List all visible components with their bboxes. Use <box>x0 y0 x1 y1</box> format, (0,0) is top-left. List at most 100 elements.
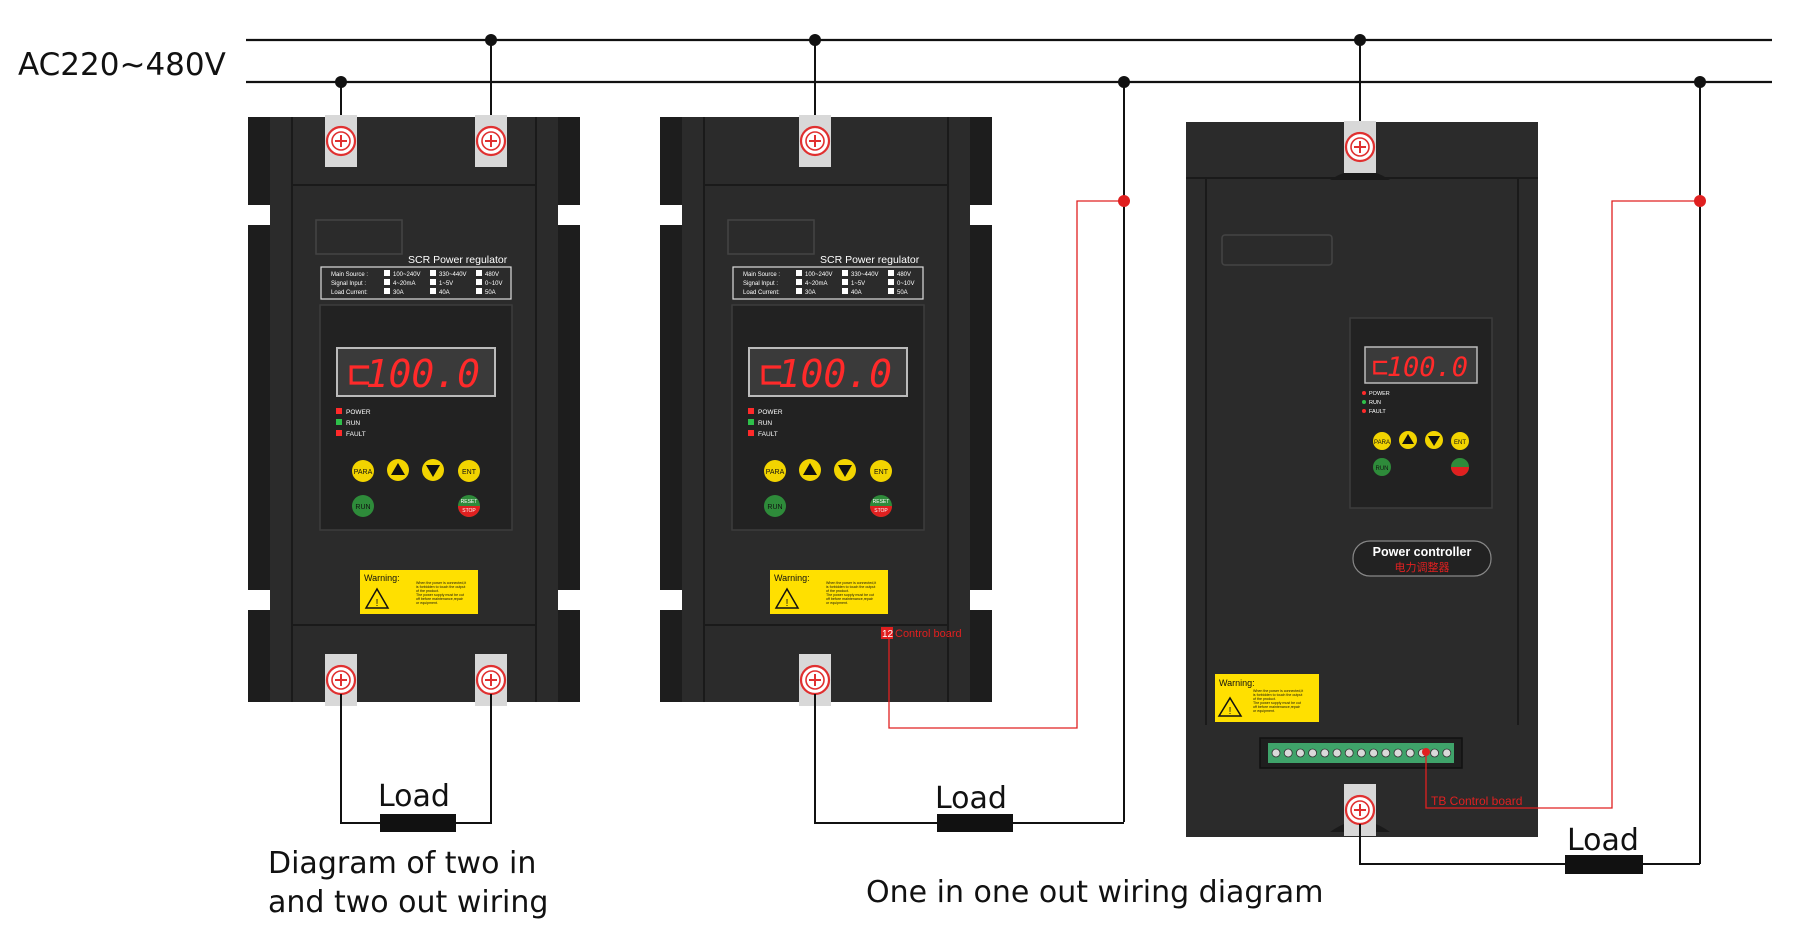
svg-text:RESET: RESET <box>873 499 890 505</box>
display-readout: 100.0 <box>366 352 480 396</box>
terminal-screw <box>1357 748 1366 758</box>
down-arrow-icon <box>838 465 852 477</box>
svg-text:50A: 50A <box>897 290 908 296</box>
signal-tap-c <box>1694 195 1706 207</box>
svg-text:ENT: ENT <box>1454 440 1466 446</box>
svg-text:When the power is connected,it: When the power is connected,it <box>416 581 466 585</box>
tb-control-board-label: TB Control board <box>1431 794 1522 808</box>
svg-text:⊏: ⊏ <box>1372 352 1388 383</box>
svg-text:0~10V: 0~10V <box>897 281 915 287</box>
svg-text:is forbidden to touch the outp: is forbidden to touch the output <box>416 585 465 589</box>
load-wiring-c <box>1359 824 1700 865</box>
svg-text:1~5V: 1~5V <box>439 281 453 287</box>
terminal-screw <box>1405 748 1415 758</box>
svg-text:RUN: RUN <box>767 504 782 511</box>
svg-text:FAULT: FAULT <box>346 431 366 438</box>
regulator-unit-a: SCR Power regulator Main Source : Signal… <box>248 113 580 708</box>
terminal-screw <box>1381 748 1391 758</box>
signal-wire-c <box>1425 200 1700 809</box>
svg-text:FAULT: FAULT <box>1369 409 1386 415</box>
svg-text:FAULT: FAULT <box>758 431 778 438</box>
input-terminal <box>1342 119 1378 175</box>
svg-text:of the product.: of the product. <box>1253 697 1276 701</box>
load-wiring-b <box>814 694 1124 824</box>
display-mode-glyph: ⊏ <box>348 352 371 396</box>
svg-text:When the power is connected,it: When the power is connected,it <box>1253 689 1303 693</box>
load-block-c <box>1565 855 1643 874</box>
svg-text:of the product.: of the product. <box>826 589 849 593</box>
svg-text:RUN: RUN <box>346 420 360 427</box>
svg-text:RUN: RUN <box>355 504 370 511</box>
spec-table: Main Source : Signal Input : Load Curren… <box>331 270 503 296</box>
svg-text:480V: 480V <box>485 272 499 278</box>
svg-text:40A: 40A <box>851 290 862 296</box>
terminal-screw <box>1332 748 1342 758</box>
svg-text:PARA: PARA <box>1374 440 1390 446</box>
svg-text:or equipment.: or equipment. <box>416 601 438 605</box>
brand-subtitle: 电力调整器 <box>1395 560 1450 574</box>
supply-lines <box>246 38 1772 84</box>
svg-text:!: ! <box>376 598 379 609</box>
load-block-b <box>937 814 1013 832</box>
caption-one-in-one-out: One in one out wiring diagram <box>866 875 1323 910</box>
up-arrow-icon <box>803 463 817 475</box>
svg-text:off before maintenance,repair: off before maintenance,repair <box>1253 705 1301 709</box>
svg-text:RUN: RUN <box>1376 466 1389 472</box>
load-label-a: Load <box>378 779 450 814</box>
terminal-screws <box>1271 748 1452 758</box>
svg-text:30A: 30A <box>805 290 816 296</box>
svg-text:Warning:: Warning: <box>364 573 400 583</box>
terminal-screw <box>1430 748 1439 758</box>
svg-text:4~20mA: 4~20mA <box>805 281 828 287</box>
svg-text:!: ! <box>1229 706 1232 717</box>
svg-text:The power supply must be cut: The power supply must be cut <box>1253 701 1301 705</box>
para-key <box>352 460 374 482</box>
power-controller-unit: 100.0 ⊏ POWER RUN FAULT PARA ENT RUN Pow… <box>1186 119 1538 838</box>
svg-text:Load: Load <box>1567 823 1639 858</box>
svg-text:Warning:: Warning: <box>774 573 810 583</box>
svg-text:50A: 50A <box>485 290 496 296</box>
junction-dots <box>335 34 1706 88</box>
svg-text:Load Current:: Load Current: <box>743 290 780 296</box>
svg-text:STOP: STOP <box>874 508 888 514</box>
terminal-screw <box>1344 748 1354 758</box>
caption-two-in-two-out-line2: and two out wiring <box>268 885 548 920</box>
svg-text:The power supply must be cut: The power supply must be cut <box>826 593 874 597</box>
terminal-screw <box>1442 748 1452 758</box>
svg-text:Signal Input :: Signal Input : <box>331 281 366 287</box>
terminal-screw <box>1369 748 1378 758</box>
svg-text:330~440V: 330~440V <box>851 272 879 278</box>
svg-text:is forbidden to touch the outp: is forbidden to touch the output <box>1253 693 1302 697</box>
svg-text:100.0: 100.0 <box>778 352 892 396</box>
svg-text:RESET: RESET <box>461 499 478 505</box>
ent-key <box>458 460 480 482</box>
terminal-screw <box>1271 748 1281 758</box>
svg-text:off before maintenance,repair: off before maintenance,repair <box>416 597 464 601</box>
control-board-number-badge <box>881 627 893 639</box>
svg-text:When the power is connected,it: When the power is connected,it <box>826 581 876 585</box>
brand-title: Power controller <box>1373 545 1472 559</box>
svg-text:SCR Power regulator: SCR Power regulator <box>820 254 920 266</box>
svg-text:RUN: RUN <box>1369 400 1381 406</box>
svg-text:100.0: 100.0 <box>1387 352 1468 383</box>
svg-text:!: ! <box>786 598 789 609</box>
svg-text:ENT: ENT <box>462 469 477 476</box>
warning-icon <box>774 587 800 609</box>
regulator-unit-b: SCR Power regulator Main Source : Signal… <box>660 113 992 708</box>
warning-icon <box>1217 696 1243 717</box>
terminal-screw <box>1320 748 1330 758</box>
down-arrow-icon <box>1428 436 1440 446</box>
svg-text:30A: 30A <box>393 290 404 296</box>
run-key <box>352 495 374 517</box>
svg-text:⊏: ⊏ <box>760 352 783 396</box>
svg-text:12: 12 <box>882 629 894 640</box>
svg-text:Main Source :: Main Source : <box>743 272 780 278</box>
svg-text:is forbidden to touch the outp: is forbidden to touch the output <box>826 585 875 589</box>
svg-text:POWER: POWER <box>758 409 783 416</box>
up-arrow-icon <box>1402 434 1414 444</box>
svg-text:40A: 40A <box>439 290 450 296</box>
load-block-a <box>380 814 456 832</box>
status-leds: POWER RUN FAULT <box>336 408 371 438</box>
terminal-screw <box>1283 748 1293 758</box>
